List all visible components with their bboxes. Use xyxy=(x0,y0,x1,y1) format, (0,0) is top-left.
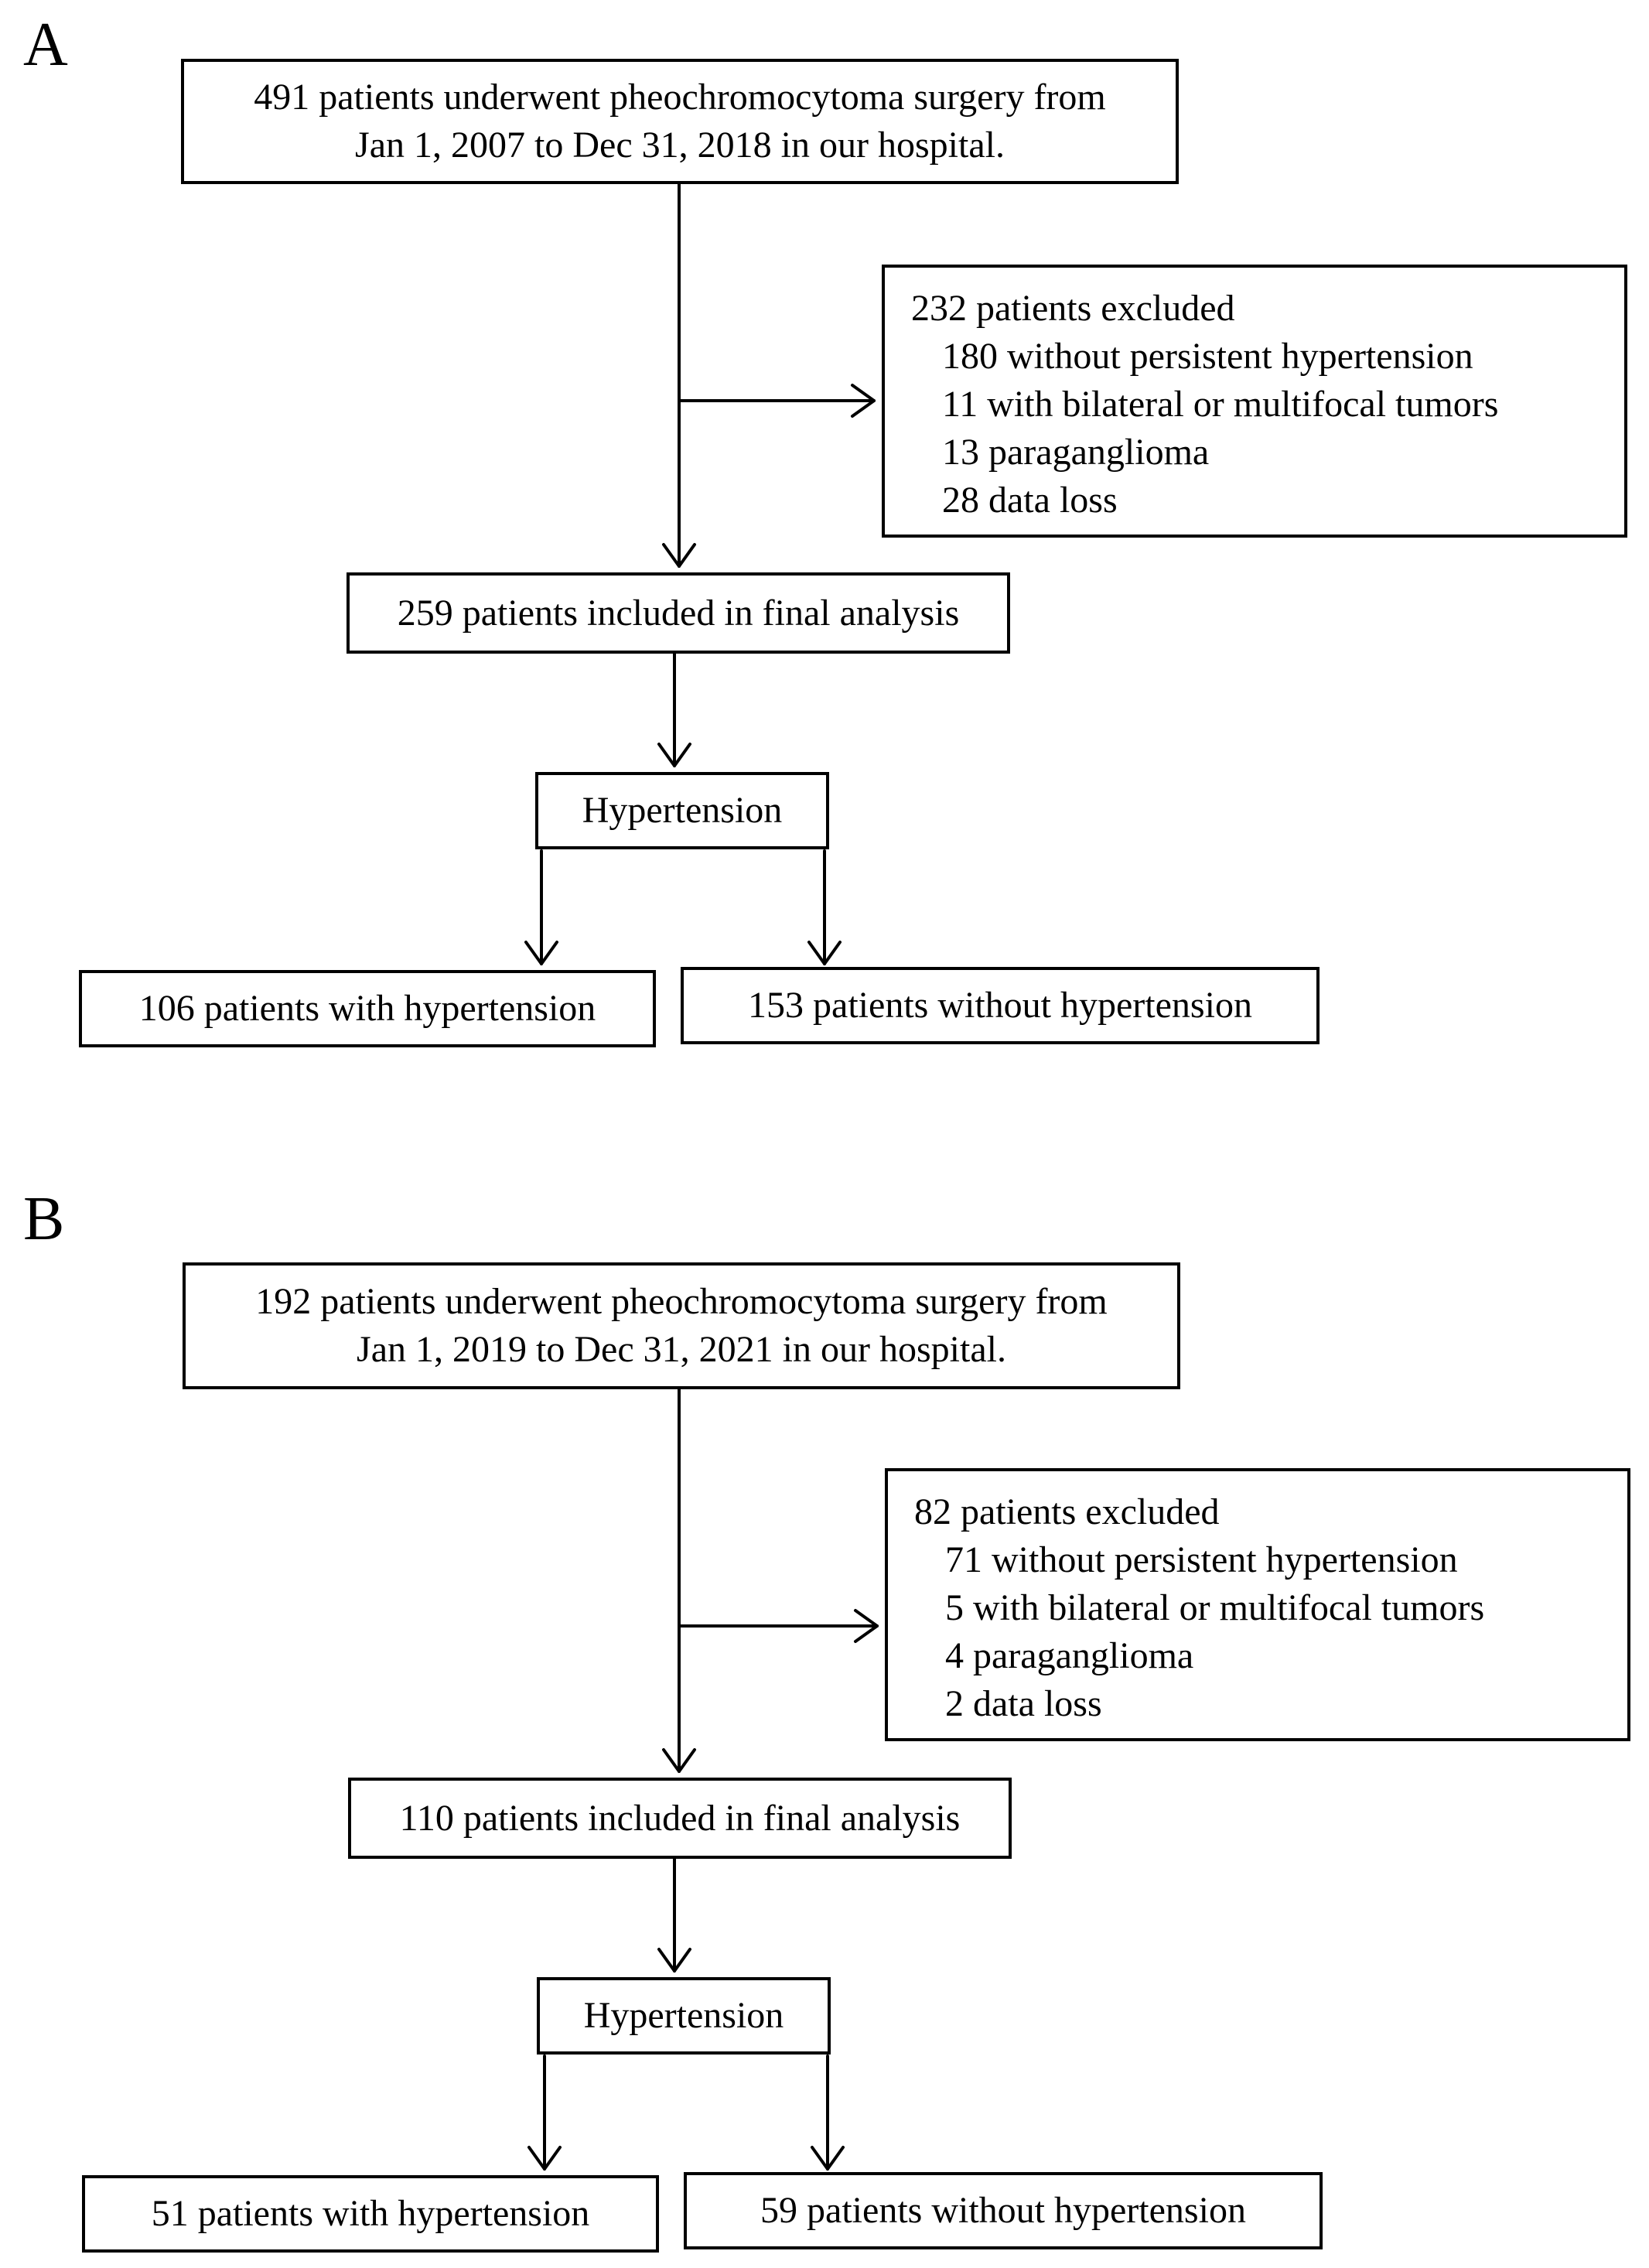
included-label: 110 patients included in final analysis xyxy=(399,1797,961,1839)
arrowhead-a-without xyxy=(807,941,842,965)
source-line-1: 192 patients underwent pheochromocytoma … xyxy=(255,1281,1108,1322)
panel-b-hypertension-box: Hypertension xyxy=(537,1977,831,2055)
panel-b-excluded-box: 82 patients excluded 71 without persiste… xyxy=(885,1468,1630,1741)
arrowhead-b-without xyxy=(811,2146,845,2171)
arrowhead-b-split xyxy=(657,1948,691,1973)
arrowhead-a-with xyxy=(524,941,558,965)
excluded-title: 82 patients excluded xyxy=(914,1491,1220,1532)
excluded-item: 2 data loss xyxy=(945,1683,1102,1724)
arrowhead-a-included xyxy=(662,543,696,568)
arrowhead-a-split xyxy=(657,743,691,767)
source-line-1: 491 patients underwent pheochromocytoma … xyxy=(254,77,1106,118)
panel-a-without-hypertension-box: 153 patients without hypertension xyxy=(681,967,1320,1044)
excluded-item: 180 without persistent hypertension xyxy=(942,336,1473,377)
panel-a-excluded-box: 232 patients excluded 180 without persis… xyxy=(882,265,1627,538)
without-hypertension-label: 153 patients without hypertension xyxy=(748,985,1252,1026)
excluded-item: 13 paraganglioma xyxy=(942,432,1210,473)
excluded-title: 232 patients excluded xyxy=(911,288,1235,329)
arrowhead-a-excluded xyxy=(851,384,876,418)
panel-b-label: B xyxy=(23,1185,65,1253)
panel-b-included-box: 110 patients included in final analysis xyxy=(348,1778,1012,1859)
included-label: 259 patients included in final analysis xyxy=(397,592,960,634)
arrowhead-b-included xyxy=(662,1748,696,1773)
panel-b-source-box: 192 patients underwent pheochromocytoma … xyxy=(183,1262,1180,1389)
excluded-item: 71 without persistent hypertension xyxy=(945,1539,1458,1580)
arrowhead-b-excluded xyxy=(854,1609,879,1643)
source-line-2: Jan 1, 2007 to Dec 31, 2018 in our hospi… xyxy=(355,125,1005,166)
panel-a-label: A xyxy=(23,11,68,79)
without-hypertension-label: 59 patients without hypertension xyxy=(760,2190,1246,2231)
hypertension-label: Hypertension xyxy=(582,790,783,831)
excluded-item: 11 with bilateral or multifocal tumors xyxy=(942,384,1499,425)
hypertension-label: Hypertension xyxy=(583,1995,784,2036)
panel-a-source-box: 491 patients underwent pheochromocytoma … xyxy=(181,59,1179,184)
excluded-item: 4 paraganglioma xyxy=(945,1635,1194,1676)
with-hypertension-label: 106 patients with hypertension xyxy=(138,988,596,1029)
source-line-2: Jan 1, 2019 to Dec 31, 2021 in our hospi… xyxy=(357,1329,1006,1370)
panel-b-with-hypertension-box: 51 patients with hypertension xyxy=(82,2175,659,2253)
excluded-item: 28 data loss xyxy=(942,480,1118,521)
panel-a-with-hypertension-box: 106 patients with hypertension xyxy=(79,970,656,1047)
with-hypertension-label: 51 patients with hypertension xyxy=(151,2193,590,2234)
panel-a-hypertension-box: Hypertension xyxy=(535,772,829,849)
panel-b-without-hypertension-box: 59 patients without hypertension xyxy=(684,2172,1323,2249)
panel-a-included-box: 259 patients included in final analysis xyxy=(347,572,1010,654)
arrowhead-b-with xyxy=(527,2146,562,2171)
excluded-item: 5 with bilateral or multifocal tumors xyxy=(945,1587,1485,1628)
